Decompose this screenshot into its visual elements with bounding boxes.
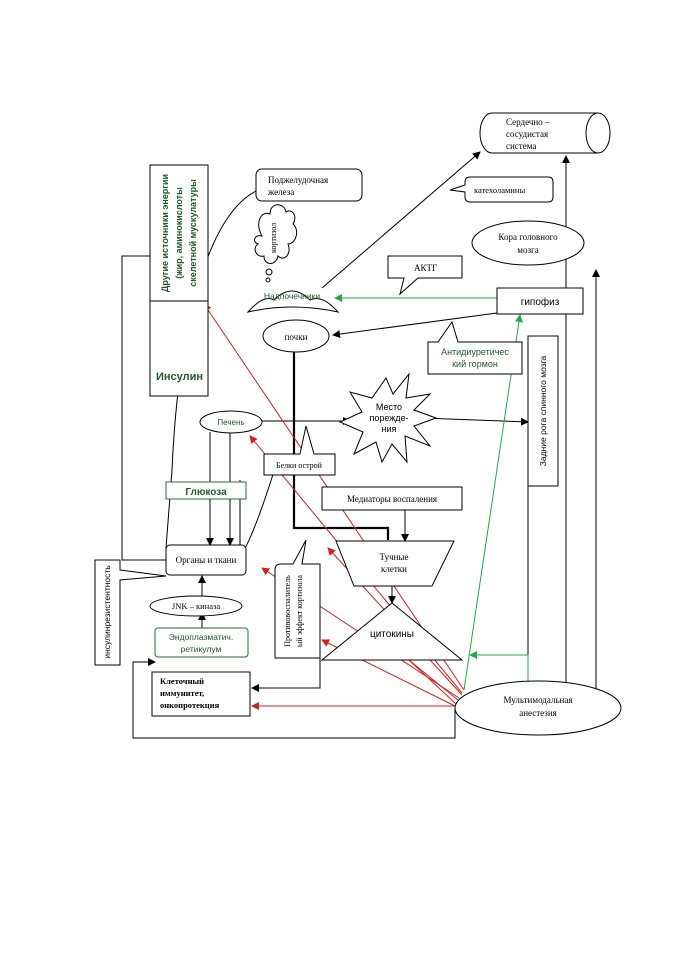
injury-to-spinal-arrow [421,417,529,426]
insulin-node: Инсулин [149,300,209,397]
cortex-label-2: мозга [517,245,538,255]
cortex-node: Кора головного мозга [471,220,585,266]
mast-label-2: клетки [381,564,407,574]
energy-sources-node: Другие источники энергии (жир, аминокисл… [149,164,209,302]
pituitary-node: гипофиз [496,287,584,315]
adrenals-to-cardio-arrow [321,151,481,289]
cytokines-node: цитокины [320,602,464,661]
jnk-node: JNK – киназа [149,595,243,617]
organs-node: Органы и ткани [165,544,247,576]
anti-inflam-label-2: ый эффект кортизола [295,575,304,647]
antidiuretic-label-1: Антидиуретичес [441,347,509,357]
energy-label-2: (жир, аминокислоты [174,187,184,279]
catecholamines-label: катехоламины [474,185,525,195]
acute-proteins-callout: Белки острой [263,425,336,476]
mediators-node: Медиаторы воспаления [321,486,463,511]
spinal-label: Задние рога спинного мозга [538,355,548,466]
injury-label-1: Место [376,402,402,412]
anesthesia-to-pituitary-arrow [463,314,523,691]
mediators-label: Медиаторы воспаления [347,494,437,504]
spinal-cord-node: Задние рога спинного мозга [527,335,559,487]
catecholamines-callout: катехоламины [449,176,554,203]
kidneys-node: почки [262,319,330,353]
adrenals-label: Надпочечники [264,291,320,301]
injury-label-3: ния [382,424,397,434]
liver-node: Печень [199,410,263,434]
pituitary-label: гипофиз [521,296,560,308]
cardio-label-3: система [506,141,536,151]
pituitary-to-kidneys-arrow [332,312,498,339]
jnk-label: JNK – киназа [172,601,220,611]
immunity-label-1: Клеточный [160,676,204,686]
kidneys-label: почки [285,332,308,342]
anti-inflammatory-callout: Противовоспалитель ый эффект кортизола [274,539,321,659]
cytokines-label: цитокины [370,629,414,640]
pancreas-label-2: железа [267,187,294,197]
immunity-label-3: онкопротекция [160,700,220,710]
energy-label-3: скелетной мускулатуры [188,179,198,287]
anesthesia-node: Мультимодальная анестезия [454,680,622,736]
mast-cells-node: Тучные клетки [335,540,455,587]
anesthesia-label-1: Мультимодальная [503,695,572,705]
energy-label-1: Другие источники энергии [160,174,170,292]
cortex-label-1: Кора головного [498,232,558,242]
cortisol-cloud: кортизол [254,204,298,283]
adrenals-node: Надпочечники [246,290,340,313]
injury-label-2: пореждe- [369,413,408,423]
insulin-resistance-label: инсулинрезистентность [102,565,112,659]
kidneys-to-mast-cells-line [292,350,390,540]
actg-callout: АКТГ [387,255,463,296]
insulin-loop [121,255,166,561]
liver-label: Печень [217,418,244,427]
anesthesia-to-cytokines-arrow [469,651,529,685]
insulin-label: Инсулин [156,371,203,383]
antidiuretic-callout: Антидиуретичес кий гормон [427,320,523,375]
proteins-curve [244,467,276,549]
anesthesia-to-er-loop [132,658,456,739]
glucose-label: Глюкоза [185,487,227,498]
er-node: Эндоплазматич. ретикулум [154,627,249,658]
cortisol-label: кортизол [269,223,278,253]
injury-site-node: Место пореждe- ния [338,372,438,464]
actg-label: АКТГ [414,263,437,273]
er-label-1: Эндоплазматич. [169,632,233,642]
cardio-label-1: Сердечно – [506,117,550,127]
organs-label: Органы и ткани [176,555,237,565]
glucose-node: Глюкоза [165,481,247,500]
pancreas-label-1: Поджелудочная [268,175,328,185]
acute-proteins-label: Белки острой [276,461,323,470]
mast-label-1: Тучные [380,552,409,562]
pancreas-node: Поджелудочная железа [255,168,363,202]
immunity-node: Клеточный иммунитет, онкопротекция [151,671,251,717]
insulin-resistance-callout: инсулинрезистентность [94,559,167,666]
immunity-label-2: иммунитет, [160,688,204,698]
cardio-label-2: сосудистая [506,129,548,139]
antidiuretic-label-2: кий гормон [452,359,498,369]
cardiovascular-node: Сердечно – сосудистая система [479,112,611,154]
anesthesia-label-2: анестезия [519,708,557,718]
anti-inflam-label-1: Противовоспалитель [283,575,292,647]
er-label-2: ретикулум [181,644,222,654]
